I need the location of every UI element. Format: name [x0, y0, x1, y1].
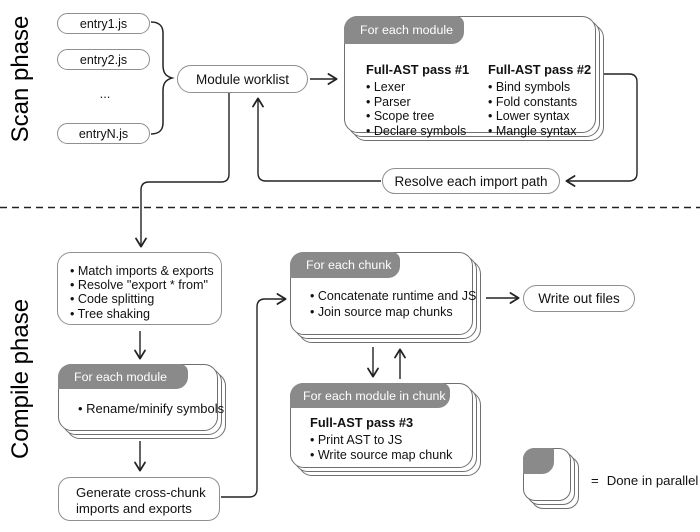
write-out-files-node: Write out files	[523, 285, 635, 312]
list-item: • Mangle syntax	[488, 123, 577, 138]
entries-brace	[150, 21, 175, 135]
legend-parallel-icon	[523, 448, 579, 509]
list-item: • Join source map chunks	[310, 304, 453, 319]
for-each-module-tab: For each module	[58, 364, 188, 389]
full-ast-pass-3-title: Full-AST pass #3	[310, 415, 414, 430]
generate-cross-chunk-box: Generate cross-chunk imports and exports	[58, 477, 220, 521]
arrow-panel-to-resolve	[565, 73, 638, 187]
legend-label: Done in parallel	[606, 473, 699, 488]
list-item: • Parser	[366, 94, 411, 109]
link-steps-box: • Match imports & exports • Resolve "exp…	[57, 252, 222, 325]
legend-tab-corner	[523, 448, 554, 474]
entry2-node: entry2.js	[57, 49, 150, 70]
list-item: • Bind symbols	[488, 80, 571, 95]
rename-minify-item: • Rename/minify symbols	[78, 401, 225, 416]
for-each-module-tab: For each module	[344, 16, 464, 44]
arrow-generate-to-chunk-panel	[221, 293, 287, 498]
scan-phase-label: Scan phase	[7, 15, 34, 143]
for-each-chunk-panel: For each chunk • Concatenate runtime and…	[290, 252, 481, 343]
entry1-node: entry1.js	[57, 13, 150, 34]
module-worklist-node: Module worklist	[177, 65, 308, 93]
list-item: • Scope tree	[366, 109, 435, 124]
list-item: • Concatenate runtime and JS	[310, 289, 477, 303]
full-ast-pass-1-column: Full-AST pass #1 • Lexer • Parser • Scop…	[366, 62, 470, 138]
full-ast-pass-1-title: Full-AST pass #1	[366, 62, 470, 77]
list-item: • Lower syntax	[488, 109, 570, 124]
list-item: • Fold constants	[488, 94, 578, 109]
full-ast-pass-2-title: Full-AST pass #2	[488, 62, 592, 77]
entryN-node: entryN.js	[57, 123, 150, 144]
arrow-resolve-to-worklist	[252, 97, 381, 182]
scan-for-each-module-card: For each module Full-AST pass #1 • Lexer…	[344, 16, 596, 138]
full-ast-pass-2-column: Full-AST pass #2 • Bind symbols • Fold c…	[488, 62, 592, 138]
list-item: • Code splitting	[70, 292, 155, 307]
for-each-chunk-card: For each chunk • Concatenate runtime and…	[290, 252, 477, 335]
compile-phase-label: Compile phase	[7, 298, 34, 460]
generate-cross-chunk-label: Generate cross-chunk imports and exports	[76, 485, 206, 516]
scan-for-each-module-panel: For each module Full-AST pass #1 • Lexer…	[344, 16, 606, 143]
legend-card	[523, 448, 571, 501]
resolve-each-import-path-node: Resolve each import path	[382, 168, 560, 194]
for-each-module-in-chunk-panel: For each module in chunk Full-AST pass #…	[290, 383, 481, 476]
for-each-module-in-chunk-card: For each module in chunk Full-AST pass #…	[290, 383, 473, 468]
list-item: • Resolve "export * from"	[70, 278, 208, 293]
list-item: • Declare symbols	[366, 123, 467, 138]
list-item: • Lexer	[366, 80, 406, 95]
for-each-module-in-chunk-tab: For each module in chunk	[290, 383, 450, 408]
for-each-chunk-tab: For each chunk	[290, 252, 400, 278]
compile-for-each-module-panel: For each module • Rename/minify symbols	[58, 364, 226, 439]
list-item: • Match imports & exports	[70, 264, 214, 278]
legend-caption: = Done in parallel	[591, 473, 698, 488]
arrow-worklist-to-linkbox	[135, 93, 230, 248]
legend-equals: =	[591, 473, 599, 488]
compile-for-each-module-card: For each module • Rename/minify symbols	[58, 364, 224, 431]
list-item: • Write source map chunk	[310, 447, 453, 462]
list-item: • Print AST to JS	[310, 433, 403, 448]
entries-ellipsis: ...	[99, 86, 111, 101]
list-item: • Tree shaking	[70, 306, 151, 321]
